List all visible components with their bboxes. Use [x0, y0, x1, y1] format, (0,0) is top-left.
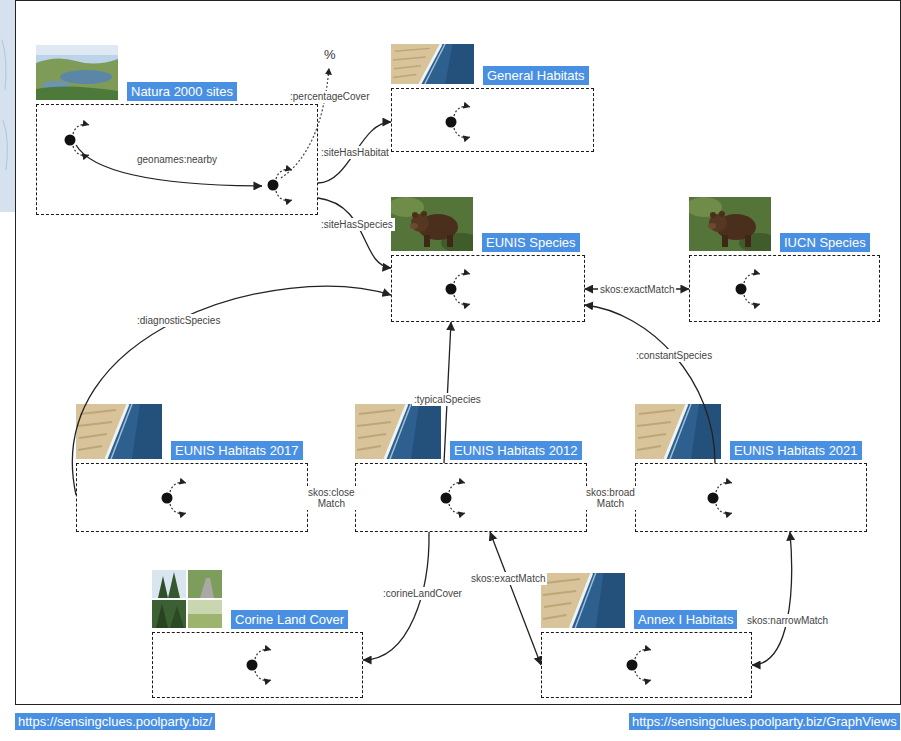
relation-label: skos:broad Match: [584, 486, 637, 510]
box-heading: Natura 2000 sites: [127, 82, 237, 101]
resource-dot: [162, 482, 187, 513]
dataset-box: IUCN Species: [689, 255, 880, 322]
relation-label: :siteHasSpecies: [319, 218, 395, 231]
box-heading: EUNIS Habitats 2021: [730, 441, 862, 460]
beach-image: [635, 404, 721, 459]
bear-image: [388, 197, 481, 253]
cover-arrow: [281, 68, 329, 178]
box-heading: Corine Land Cover: [231, 610, 348, 629]
beach-image: [76, 404, 162, 459]
resource-dot: [441, 482, 466, 513]
resource-dot: [708, 482, 733, 513]
frame: [16, 1, 901, 705]
resource-dot: [446, 273, 471, 304]
relation-label: :corineLandCover: [381, 587, 464, 600]
dataset-box: Corine Land Cover: [152, 632, 363, 698]
relation-label: :siteHasHabitat: [319, 146, 391, 159]
relation-connector: [318, 198, 391, 268]
map-strip: [2, 40, 7, 170]
box-heading: EUNIS Habitats 2017: [171, 441, 303, 460]
dataset-box: Annex I Habitats: [541, 632, 752, 698]
nearby-arrow: [76, 145, 262, 186]
relation-label: :typicalSpecies: [412, 393, 483, 406]
relation-label: skos:close Match: [306, 486, 357, 510]
relation-connector: [752, 532, 792, 665]
relation-connector: [490, 532, 541, 665]
box-heading: General Habitats: [483, 66, 589, 85]
relation-label: :constantSpecies: [634, 349, 714, 362]
dataset-box: EUNIS Species: [391, 255, 585, 322]
dataset-box: EUNIS Habitats 2012: [355, 463, 587, 532]
box-heading: EUNIS Habitats 2012: [450, 441, 582, 460]
relation-label: skos:narrowMatch: [745, 614, 830, 627]
resource-dot: [268, 169, 293, 200]
map-strip: [0, 0, 15, 212]
box-heading: EUNIS Species: [482, 233, 580, 252]
beach-image: [541, 573, 625, 628]
box-heading: Annex I Habitats: [634, 610, 737, 629]
beach-image: [355, 404, 441, 459]
relation-label: skos:exactMatch: [469, 572, 547, 585]
dataset-box: EUNIS Habitats 2021: [635, 463, 867, 532]
landscape-image: [36, 45, 118, 100]
relation-label: :diagnosticSpecies: [135, 314, 222, 327]
relation-label: :percentageCover: [288, 91, 372, 103]
url-footer: https://sensingclues.poolparty.biz/Graph…: [629, 713, 900, 730]
resource-dot: [247, 649, 272, 680]
dataset-box: General Habitats: [391, 88, 594, 152]
resource-dot: [736, 273, 761, 304]
resource-dot: [65, 124, 90, 155]
dataset-box: EUNIS Habitats 2017: [76, 463, 308, 532]
relation-connector: [318, 122, 391, 183]
resource-dot: [446, 106, 471, 137]
url-footer: https://sensingclues.poolparty.biz/: [15, 713, 215, 730]
relation-label: skos:exactMatch: [598, 283, 676, 296]
box-heading: IUCN Species: [780, 233, 870, 252]
beach-image: [391, 44, 474, 84]
relation-connector: [585, 305, 715, 463]
resource-dot: [627, 649, 652, 680]
percent-sign: %: [322, 47, 338, 63]
landcover-image: [152, 570, 222, 628]
bear-image: [686, 197, 779, 253]
relation-label: geonames:nearby: [135, 154, 219, 166]
